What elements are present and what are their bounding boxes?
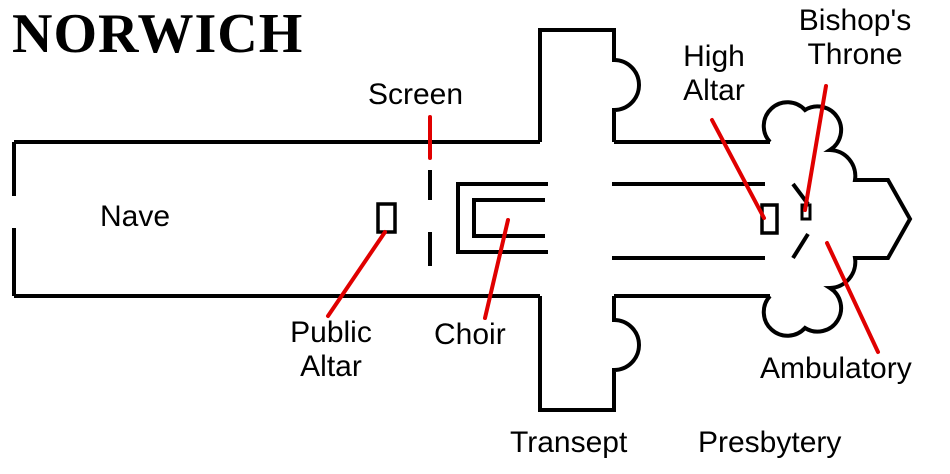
diagram-title: NORWICH — [12, 3, 304, 65]
nave-label: Nave — [100, 200, 171, 233]
south-transept — [538, 296, 641, 412]
choir-outer-stalls — [456, 182, 548, 254]
public-altar-label-line1: Public — [290, 316, 372, 349]
bishops-throne-label: Bishop's Throne — [780, 4, 930, 72]
ambulatory-label: Ambulatory — [760, 352, 912, 385]
high-altar-label-line1: High — [683, 40, 745, 73]
apse-screen-south — [791, 232, 810, 260]
high-altar-label-line2: Altar — [683, 74, 745, 107]
north-transept — [538, 28, 641, 142]
bishops-throne-label-line1: Bishop's — [798, 4, 912, 37]
presbytery-label: Presbytery — [698, 426, 842, 459]
transept-label: Transept — [510, 426, 628, 459]
choir-label: Choir — [434, 318, 506, 351]
high-altar-label: High Altar — [668, 40, 760, 108]
public-altar-label-line2: Altar — [300, 350, 362, 383]
public-altar-label: Public Altar — [275, 316, 387, 384]
bishops-throne-pointer — [803, 84, 828, 212]
public-altar — [376, 202, 397, 234]
screen-label: Screen — [368, 78, 464, 111]
choir-pointer — [483, 218, 510, 320]
choir-inner-stalls — [472, 198, 545, 238]
public-altar-pointer — [326, 230, 387, 318]
high-altar — [760, 203, 779, 235]
high-altar-pointer — [710, 118, 766, 220]
ambulatory-pointer — [825, 241, 880, 354]
apse-and-chapels — [761, 100, 913, 338]
bishops-throne-label-line2: Throne — [807, 38, 903, 71]
